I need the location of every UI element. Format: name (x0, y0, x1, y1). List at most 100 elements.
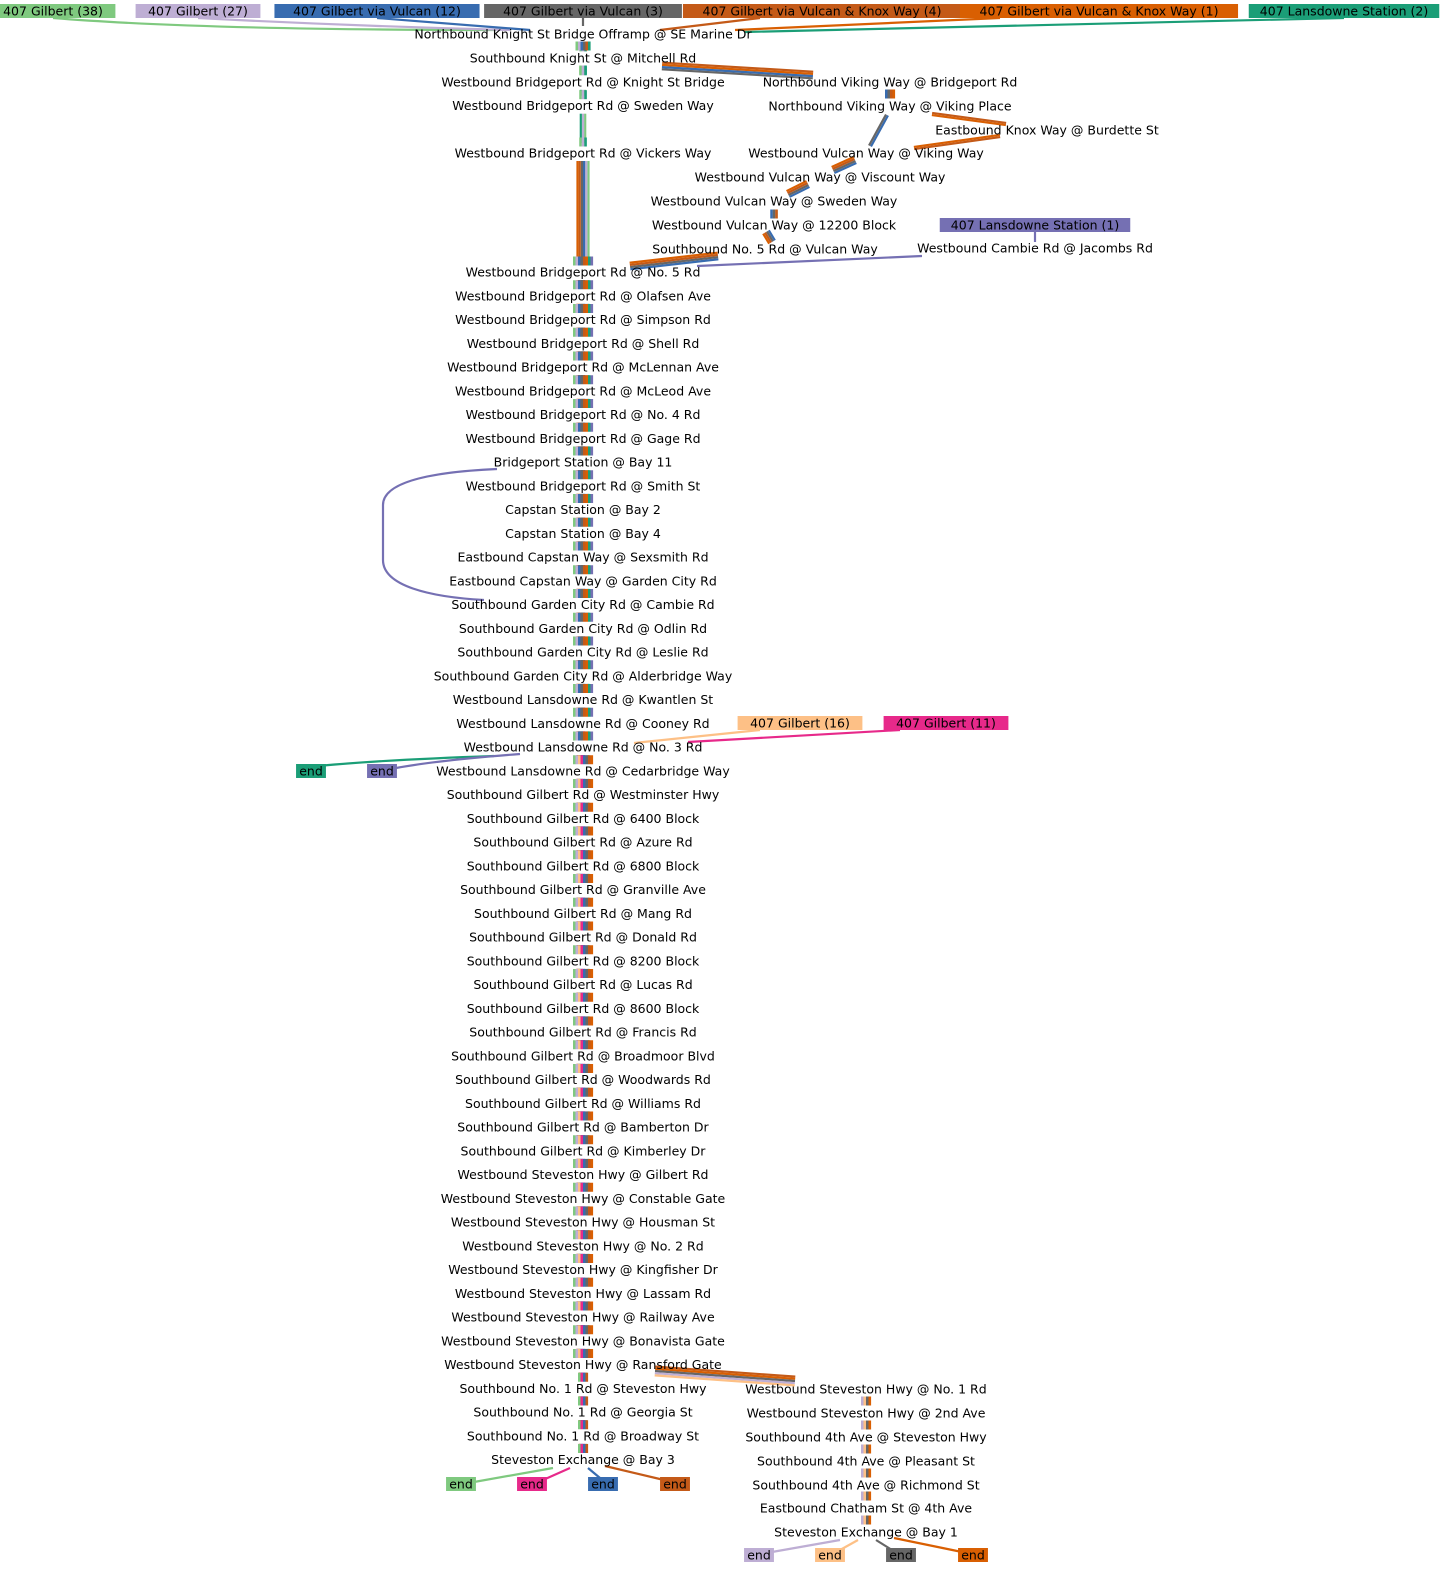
route-badge-top (959, 4, 1239, 18)
trunk-stop-bar (580, 755, 584, 765)
route-badge-gilbert-11 (883, 716, 1009, 730)
knox-connector (913, 133, 1000, 148)
trunk-stop-bar (588, 874, 591, 883)
stop-label: Westbound Steveston Hwy @ No. 2 Rd (462, 1238, 703, 1253)
trunk-stop-bar (580, 1040, 584, 1050)
trunk-stop-bar (575, 1349, 579, 1358)
trunk-stop-bar (578, 1420, 581, 1430)
trunk-stop-bar (585, 1301, 589, 1311)
trunk-stop-bar (580, 1064, 584, 1073)
trunk-stop-bar (588, 280, 591, 290)
vulcan-connector (661, 66, 814, 78)
trunk-stop-bar (578, 1064, 581, 1073)
stop-label: Southbound Garden City Rd @ Leslie Rd (457, 645, 708, 660)
trunk-stop-bar (583, 565, 586, 575)
stop-label: Westbound Bridgeport Rd @ No. 5 Rd (466, 265, 701, 280)
south-stop-bar (863, 1420, 867, 1430)
trunk-stop-bar (583, 1064, 586, 1073)
trunk-stop-bar (573, 304, 576, 313)
trunk-stop-bar (588, 1135, 591, 1145)
trunk-stop-bar (588, 1159, 591, 1168)
route-badge-top-label: 407 Lansdowne Station (2) (1260, 4, 1428, 19)
south-stop-bar (861, 1468, 864, 1478)
stop-label: Eastbound Capstan Way @ Sexsmith Rd (457, 550, 708, 565)
trunk-stop-bar (578, 684, 581, 693)
stop-label: Westbound Steveston Hwy @ Lassam Rd (455, 1286, 711, 1301)
trunk-stop-bar (580, 541, 584, 551)
trunk-stop-bar (578, 779, 581, 788)
trunk-stop-bar (583, 1159, 586, 1168)
south-stop-bar (861, 1515, 864, 1525)
south-connector (654, 1372, 795, 1385)
origin-connector (376, 16, 531, 32)
stop-label: Westbound Vulcan Way @ 12200 Block (652, 218, 897, 233)
trunk-stop-bar (590, 327, 594, 337)
route-badge-lansdowne-label: 407 Lansdowne Station (1) (951, 218, 1119, 233)
trunk-stop-bar (580, 1372, 584, 1382)
trunk-stop-bar (575, 375, 579, 385)
trunk-stop-bar (585, 1040, 589, 1050)
south-connector (655, 1367, 796, 1380)
stop-label: Southbound Gilbert Rd @ 6400 Block (467, 811, 700, 826)
trunk-stop-bar (578, 470, 581, 480)
stop-label: Southbound Gilbert Rd @ Mang Rd (474, 906, 692, 921)
trunk-stop-bar (575, 921, 579, 931)
trunk-stop-bar (585, 304, 589, 313)
trunk-stop-bar (588, 826, 591, 836)
south-stop-bar (863, 1491, 867, 1501)
south-stop-bar (861, 1420, 864, 1430)
trunk-stop-bar (580, 1254, 584, 1263)
trunk-stop-bar (573, 327, 576, 337)
trunk-stop-bar (588, 1111, 591, 1121)
stop-label: Westbound Bridgeport Rd @ Smith St (466, 478, 701, 493)
stop-label: Westbound Cambie Rd @ Jacombs Rd (917, 241, 1153, 256)
trunk-stop-bar (583, 422, 586, 432)
trunk-stop-bar (575, 992, 579, 1002)
trunk-stop-bar (578, 351, 581, 361)
trunk-stop-bar (578, 422, 581, 432)
trunk-stop-bar (575, 1301, 579, 1311)
vulcan-stop-bar (892, 89, 896, 99)
stop-label: Westbound Lansdowne Rd @ Kwantlen St (453, 692, 713, 707)
south-stop-bar (868, 1396, 872, 1406)
trunk-stop-bar (578, 256, 581, 266)
trunk-stop-bar (575, 1230, 579, 1240)
end-connector (542, 1466, 571, 1482)
trunk-stop-bar (590, 826, 594, 836)
trunk-stop-bar (583, 1444, 586, 1453)
trunk-stop-bar (573, 1087, 576, 1097)
trunk-stop-bar (588, 755, 591, 765)
trunk-stop-bar (590, 1016, 594, 1026)
trunk-stop-bar (575, 969, 579, 978)
trunk-stop-bar (575, 256, 579, 266)
trunk-stop-bar (588, 351, 591, 361)
trunk-stop-bar (588, 470, 591, 480)
stop-label: Westbound Steveston Hwy @ Railway Ave (451, 1310, 715, 1325)
trunk-stop-bar (584, 137, 587, 147)
trunk-stop-bar (588, 850, 591, 860)
trunk-stop-bar (580, 921, 584, 931)
trunk-stop-bar (575, 1016, 579, 1026)
south-stop-bar (866, 1420, 869, 1430)
trunk-stop-bar (588, 1087, 591, 1097)
route-badge-top (274, 4, 480, 18)
trunk-stop-bar (588, 1277, 591, 1287)
trunk-stop-bar (583, 494, 586, 503)
stop-label: Westbound Steveston Hwy @ Constable Gate (441, 1191, 726, 1206)
trunk-stop-bar (580, 897, 584, 907)
trunk-stop-bar (590, 1230, 594, 1240)
trunk-stop-bar (583, 684, 586, 693)
end-badge-bay1-label: end (747, 1548, 771, 1563)
end-badge-bay3 (446, 1477, 476, 1491)
trunk-stop-bar (578, 1444, 581, 1453)
trunk-stop-bar (590, 589, 594, 598)
route-badge-top-label: 407 Gilbert (38) (3, 4, 103, 19)
vulcan-connector (630, 255, 719, 269)
trunk-stop-bar (575, 565, 579, 575)
trunk-stop-bar (583, 399, 586, 408)
trunk-stop-bar (573, 755, 576, 765)
trunk-stop-bar (575, 1064, 579, 1073)
trunk-stop-bar (590, 1206, 594, 1216)
trunk-stop-bar (573, 351, 576, 361)
trunk-stop-bar (585, 1254, 589, 1263)
